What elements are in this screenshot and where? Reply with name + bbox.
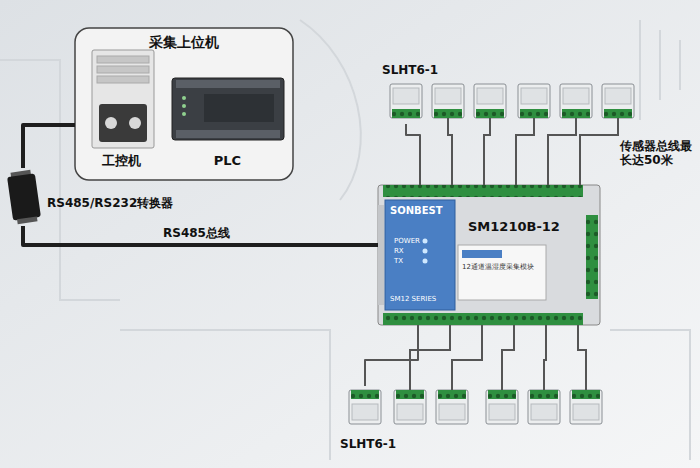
node-text: SONBEST	[390, 205, 443, 217]
sensor-pictures-part	[390, 84, 422, 118]
sensor-wires-part	[516, 118, 534, 185]
ipc-picture-part	[105, 117, 117, 129]
module-picture-part	[383, 185, 583, 197]
sensor-pictures-part	[394, 390, 426, 424]
plc-picture	[172, 78, 284, 140]
plc-picture-part	[182, 112, 186, 116]
converter-picture	[7, 169, 42, 224]
bus-cable	[23, 226, 378, 245]
module-box: SONBEST SM1210B-12POWER RX TX SM12 SERIES 12通…	[378, 185, 600, 325]
ipc-picture-part	[129, 117, 141, 129]
module-picture-part	[423, 259, 428, 264]
decor-lines-part	[610, 330, 690, 460]
node-text: 采集上位机	[75, 34, 293, 50]
node-text: 工控机	[78, 154, 165, 169]
bus-cable	[23, 125, 75, 168]
sensor-wires	[410, 118, 618, 390]
module-picture-part	[462, 250, 502, 258]
decor-lines-part	[120, 330, 330, 460]
module-picture-part	[423, 249, 428, 254]
plc-picture-part	[176, 130, 280, 138]
node-text: SM12 SERIES	[390, 295, 436, 303]
host-group-box: 采集上位机工控机PLC	[75, 28, 296, 180]
ipc-picture-part	[99, 104, 147, 142]
node-text: SLHT6-1	[340, 438, 396, 452]
module-picture-part	[383, 313, 583, 325]
plc-picture-part	[182, 96, 186, 100]
sensor-wire	[365, 325, 418, 386]
sensor-pictures-part	[602, 84, 634, 118]
sensor-pictures	[349, 84, 634, 424]
module-picture-part	[458, 245, 546, 300]
sensor-pictures-part	[570, 390, 602, 424]
plc-picture-part	[176, 80, 280, 88]
module-picture	[378, 185, 600, 325]
ipc-picture-part	[92, 50, 154, 148]
ipc-picture	[92, 50, 154, 148]
module-picture-part	[423, 239, 428, 244]
plc-picture-part	[204, 94, 274, 122]
sensor-box: SLHT6-1	[380, 62, 442, 124]
sensor-wires-part	[484, 118, 490, 185]
sensor-wires-part	[580, 118, 618, 185]
ipc-picture-part	[97, 66, 149, 73]
plc-picture-part	[172, 78, 284, 140]
sensor-wires-part	[544, 325, 546, 390]
ipc-box: 工控机	[78, 45, 168, 172]
node-text: POWER	[394, 237, 420, 245]
node-text: RS485/RS232转换器	[47, 197, 173, 211]
node-text: SLHT6-1	[382, 64, 438, 78]
sensor-wire	[406, 124, 420, 185]
node-text: PLC	[165, 154, 290, 169]
sensor-pictures-part	[560, 84, 592, 118]
module-picture-part	[378, 205, 384, 305]
module-picture-part	[586, 215, 598, 299]
note-label: 传感器总线最长达50米	[620, 139, 696, 168]
converter-picture-part	[7, 173, 41, 220]
sensor-wires-part	[452, 325, 482, 390]
converter-box: RS485/RS232转换器	[5, 168, 190, 226]
sensor-pictures-part	[518, 84, 550, 118]
sensor-wires-part	[410, 325, 450, 390]
sensor-wires-part	[502, 325, 514, 390]
module-picture-part	[385, 200, 455, 310]
sensor-box: SLHT6-1	[338, 386, 400, 452]
sensor-pictures-part	[349, 390, 381, 424]
decor-lines-part	[640, 20, 680, 120]
sensor-pictures-part	[474, 84, 506, 118]
edge-label: RS485总线	[163, 226, 230, 240]
host-group-outline	[75, 28, 293, 180]
sensor-pictures-part	[528, 390, 560, 424]
ipc-picture-part	[97, 56, 149, 63]
decor-lines-part	[300, 20, 361, 200]
decor-lines	[0, 20, 690, 460]
sensor-wires-part	[448, 118, 452, 185]
node-text: SM1210B-12	[468, 220, 560, 235]
node-text: RX	[394, 247, 404, 255]
converter-picture-part	[17, 216, 38, 224]
sensor-pictures-part	[486, 390, 518, 424]
ipc-picture-part	[97, 76, 149, 83]
node-text: TX	[394, 257, 403, 265]
sensor-pictures-part	[432, 84, 464, 118]
sensor-wires-part	[578, 325, 586, 390]
sensor-wires-part	[548, 118, 576, 185]
plc-picture-part	[182, 104, 186, 108]
node-text: 12通道温湿度采集模块	[462, 263, 534, 271]
sensor-pictures-part	[436, 390, 468, 424]
plc-box: PLC	[165, 45, 293, 172]
module-picture-part	[378, 185, 600, 325]
